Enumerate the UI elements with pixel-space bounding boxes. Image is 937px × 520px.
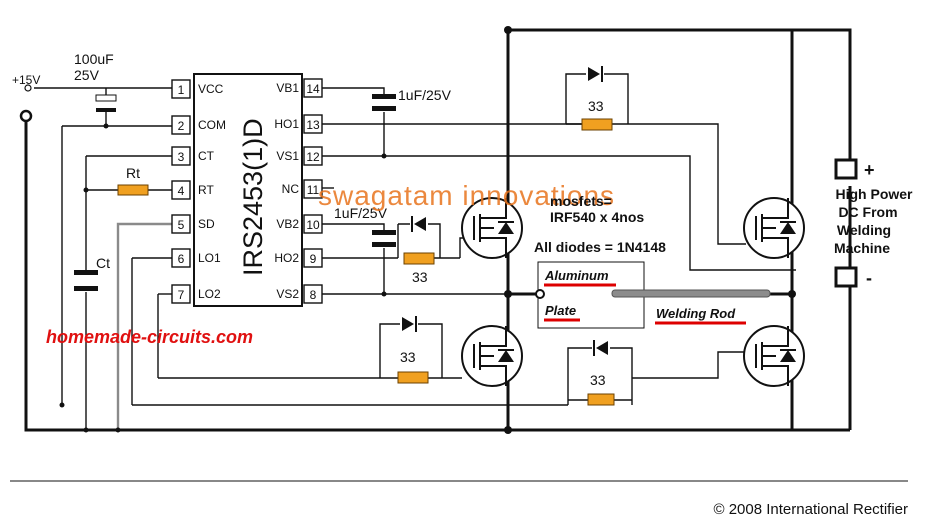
pin-name: LO1 xyxy=(198,251,221,265)
pin-number: 9 xyxy=(310,252,317,266)
dc-source-label: High Power DC From Welding Machine xyxy=(834,186,913,256)
ic-left-pin-names: VCC COM CT RT SD LO1 LO2 xyxy=(198,82,226,301)
pin-number: 11 xyxy=(307,183,320,197)
pin-name: SD xyxy=(198,217,215,231)
supply-label: +15V xyxy=(12,73,40,87)
gate-resistor-2 xyxy=(403,252,435,265)
junction-dots xyxy=(59,26,796,434)
plate-contact xyxy=(535,289,545,299)
hp-line-4: Machine xyxy=(834,240,890,256)
cap-voltage: 25V xyxy=(74,67,100,83)
welding-rod-label: Welding Rod xyxy=(656,306,736,321)
mosfets-note: mosfets= xyxy=(550,193,612,209)
capacitor-vb1 xyxy=(372,94,396,111)
pin-name: LO2 xyxy=(198,287,221,301)
pin-number: 10 xyxy=(306,218,320,232)
pin-number: 13 xyxy=(306,118,320,132)
pin-number: 6 xyxy=(178,252,185,266)
diode-3-icon xyxy=(402,316,417,332)
ic-left-pin-boxes xyxy=(171,79,191,304)
pin-name: HO2 xyxy=(274,251,299,265)
hp-line-2: DC From xyxy=(838,204,897,220)
pin-name: HO1 xyxy=(274,117,299,131)
diode-4-icon xyxy=(593,340,608,356)
pin-number: 5 xyxy=(178,218,185,232)
mosfet-q1-icon xyxy=(461,197,523,259)
pin-name: CT xyxy=(198,149,215,163)
mosfet-q2-icon xyxy=(743,197,805,259)
ground-terminal xyxy=(19,109,33,123)
pin-number: 1 xyxy=(178,83,185,97)
copyright-text: © 2008 International Rectifier xyxy=(714,501,909,518)
minus-sign: - xyxy=(866,268,872,288)
gate-resistor-3 xyxy=(397,371,429,384)
pin-number: 8 xyxy=(310,288,317,302)
supply-terminal xyxy=(24,84,32,92)
mosfet-q3-icon xyxy=(461,325,523,387)
gate-resistor-1 xyxy=(581,118,613,131)
pin-name: VS1 xyxy=(276,149,299,163)
diode-2-icon xyxy=(411,216,426,232)
cap-vb2-label: 1uF/25V xyxy=(334,205,388,221)
capacitor-100uf xyxy=(95,94,117,112)
pin-name: VS2 xyxy=(276,287,299,301)
pin-number: 7 xyxy=(178,288,185,302)
hp-line-3: Welding xyxy=(837,222,891,238)
cap-vb1-label: 1uF/25V xyxy=(398,87,452,103)
pin-name: VCC xyxy=(198,82,224,96)
capacitor-vb2 xyxy=(372,230,396,247)
ic-left-pin-numbers: 1 2 3 4 5 6 7 xyxy=(178,83,185,302)
plus-sign: + xyxy=(864,160,875,180)
r3-label: 33 xyxy=(400,349,416,365)
dc-minus-terminal xyxy=(834,266,858,288)
irf-note: IRF540 x 4nos xyxy=(550,209,644,225)
capacitor-ct xyxy=(74,270,98,291)
r4-label: 33 xyxy=(590,372,606,388)
ic-right-pin-numbers: 14 13 12 11 10 9 8 xyxy=(306,82,320,302)
site-label: homemade-circuits.com xyxy=(46,327,253,347)
ct-label: Ct xyxy=(96,255,110,271)
rt-label: Rt xyxy=(126,165,140,181)
aluminum-label: Aluminum xyxy=(544,268,609,283)
ic-right-pin-names: VB1 HO1 VS1 NC VB2 HO2 VS2 xyxy=(274,81,299,301)
pin-name: RT xyxy=(198,183,214,197)
pin-number: 3 xyxy=(178,150,185,164)
ic-right-pin-boxes xyxy=(303,78,323,304)
pin-name: NC xyxy=(282,182,300,196)
cap-value: 100uF xyxy=(74,51,114,67)
r1-label: 33 xyxy=(588,98,604,114)
pin-name: COM xyxy=(198,118,226,132)
watermark-text: swagatam innovations xyxy=(318,180,615,211)
sd-wire xyxy=(116,222,172,430)
resistor-rt xyxy=(117,184,149,196)
pin-name: VB2 xyxy=(276,217,299,231)
gate-resistor-4 xyxy=(587,393,615,406)
pin-name: VB1 xyxy=(276,81,299,95)
ic-body xyxy=(193,73,303,307)
dc-plus-terminal xyxy=(834,158,858,180)
pin-number: 4 xyxy=(178,184,185,198)
signal-wires xyxy=(34,73,796,430)
welding-rod-bar xyxy=(611,289,771,298)
pin-number: 2 xyxy=(178,119,185,133)
pin-number: 12 xyxy=(306,150,320,164)
diode-1-icon xyxy=(588,66,603,82)
r2-label: 33 xyxy=(412,269,428,285)
ic-name: IRS2453(1)D xyxy=(238,118,268,276)
pin-number: 14 xyxy=(306,82,320,96)
diodes-note: All diodes = 1N4148 xyxy=(534,239,666,255)
hp-line-1: High Power xyxy=(835,186,913,202)
mosfet-q4-icon xyxy=(743,325,805,387)
plate-label: Plate xyxy=(545,303,576,318)
